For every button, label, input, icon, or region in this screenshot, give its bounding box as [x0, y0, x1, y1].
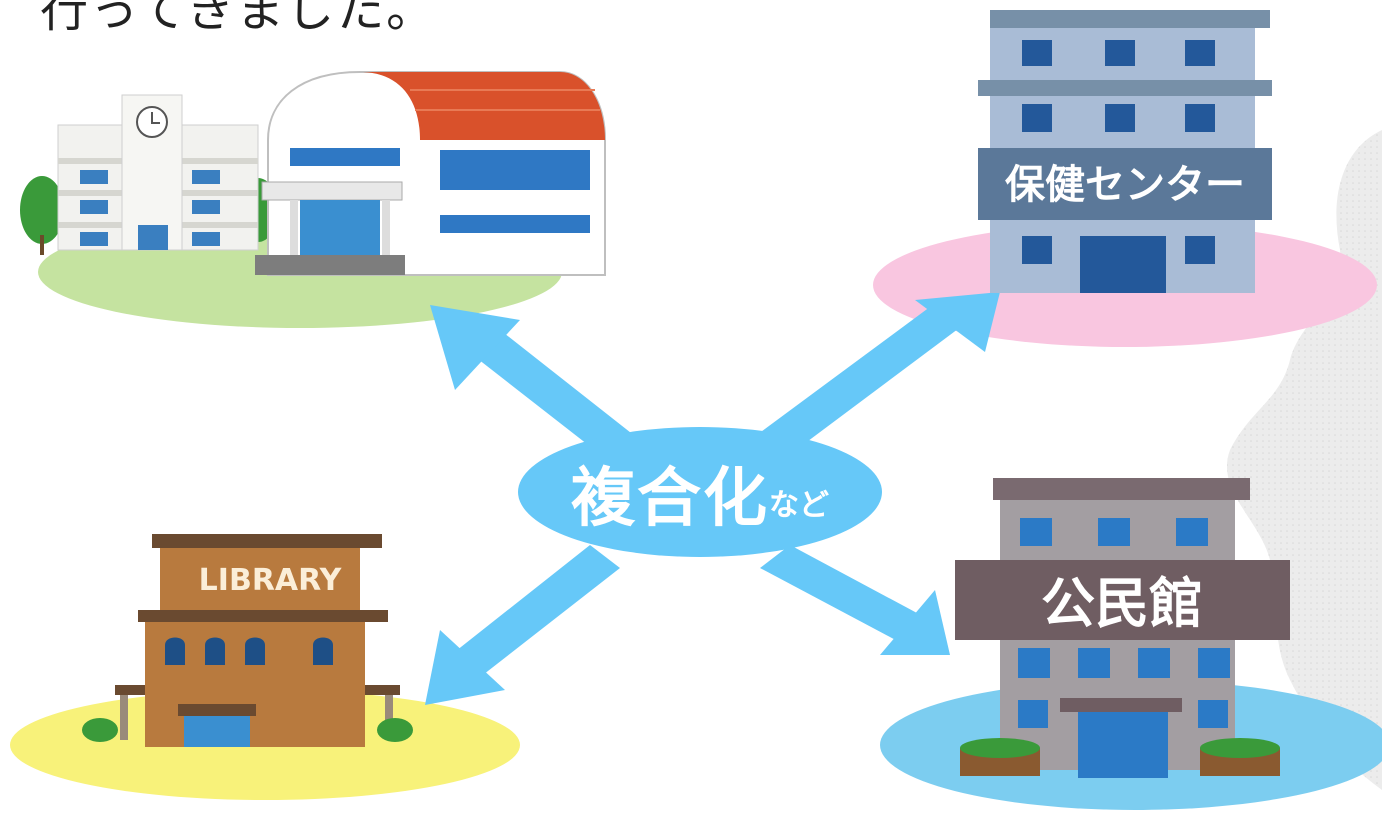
health-center-building-icon: 保健センター [978, 10, 1272, 293]
arrow-to-library [442, 545, 620, 685]
arrow-to-health [750, 298, 970, 462]
arrows [425, 292, 1000, 705]
caption-text: 行ってきました。 [40, 0, 437, 38]
center-sub-text: など [769, 488, 829, 523]
school-building-icon [20, 71, 606, 276]
center-main-text: 複合化 [571, 462, 769, 536]
center-label: 複合化 など [518, 428, 882, 558]
community-hall-building-icon: 公民館 [955, 478, 1290, 778]
library-building-icon: LIBRARY [82, 534, 413, 747]
community-hall-sign: 公民館 [1041, 572, 1203, 635]
health-center-sign: 保健センター [1005, 162, 1245, 208]
library-sign: LIBRARY [199, 563, 343, 598]
arrow-to-school [460, 322, 640, 462]
arrow-to-hall [760, 545, 930, 645]
